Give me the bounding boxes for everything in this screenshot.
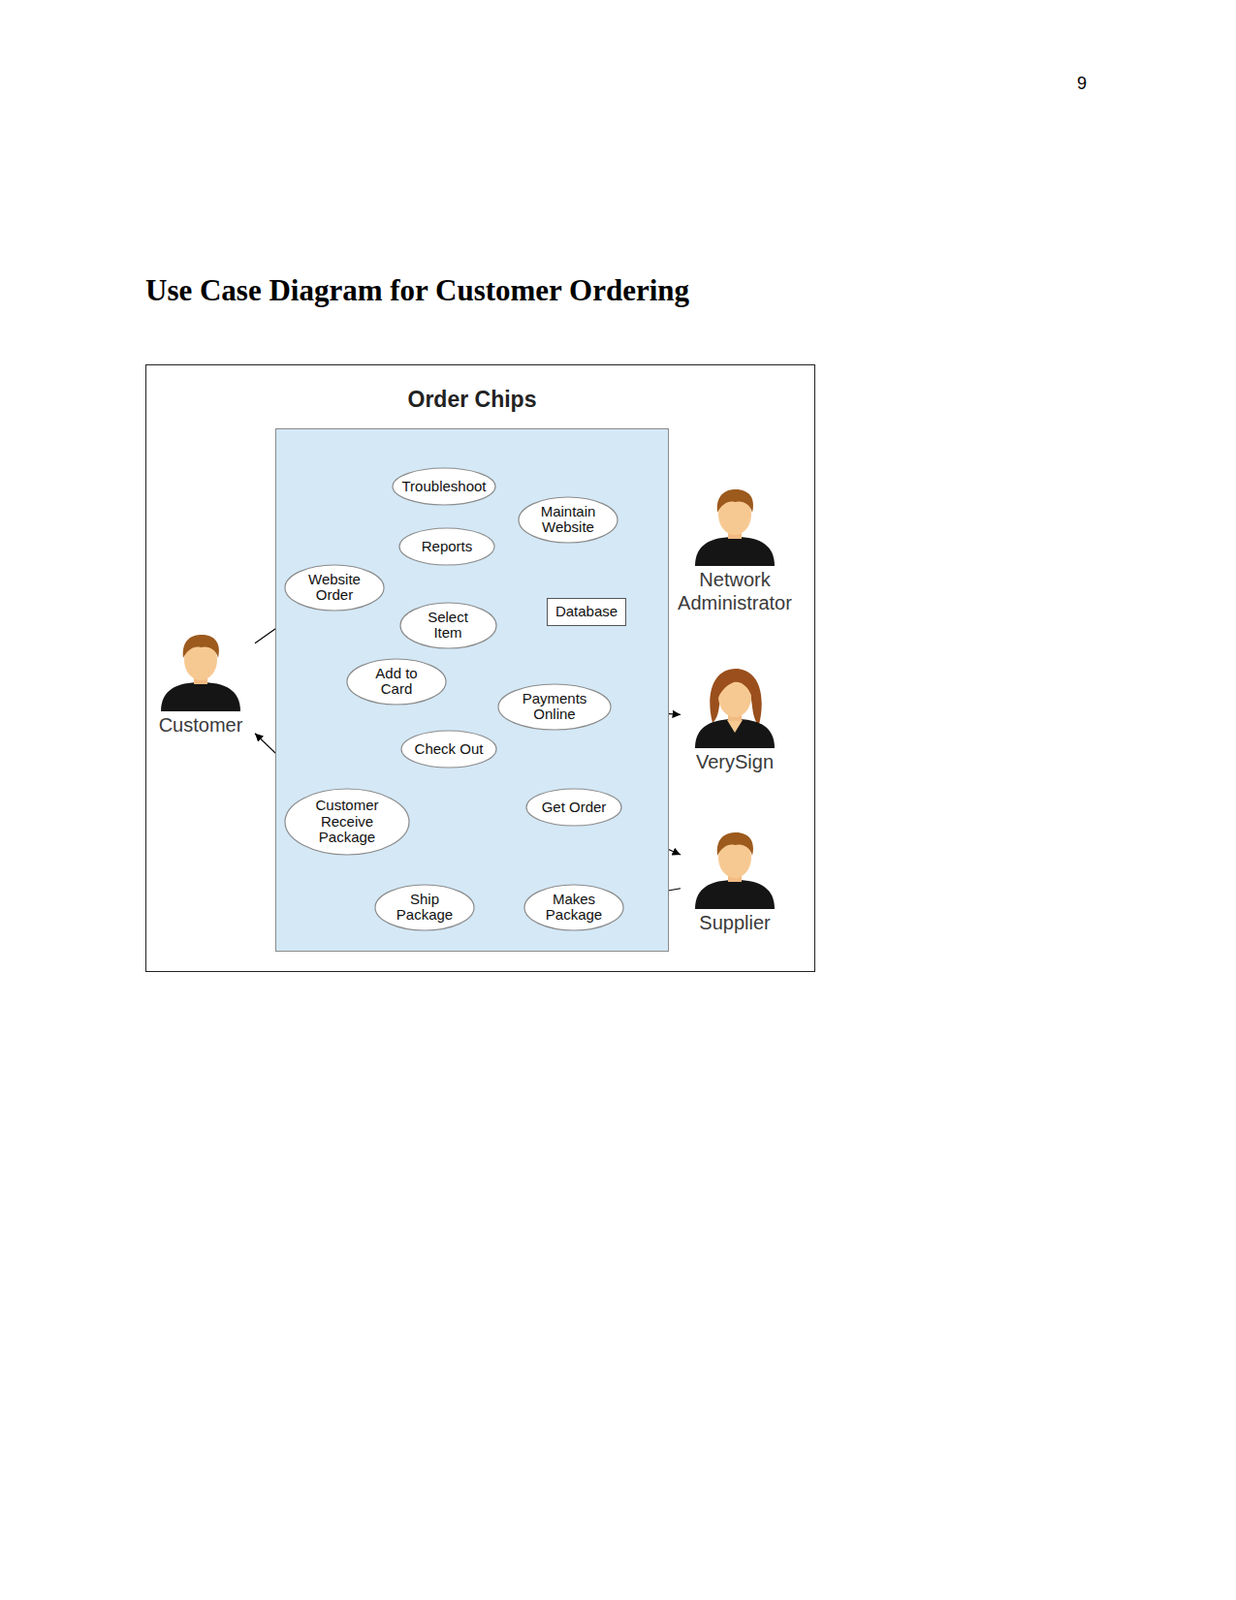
hair (717, 832, 754, 856)
actor-label: Network Administrator (662, 568, 808, 615)
actor-figure (157, 626, 245, 712)
use-case-label: Troubleshoot (402, 478, 487, 496)
ellipse-shape (399, 528, 495, 566)
actor-label: VerySign (696, 750, 774, 774)
use-case-label: Reports (421, 538, 474, 556)
use-case-ellipse: Makes Package (523, 884, 625, 932)
ellipse-shape (285, 565, 384, 611)
use-case-ellipse: Troubleshoot (391, 467, 497, 507)
ellipse-shape (285, 789, 410, 856)
ellipse-shape (347, 659, 446, 705)
hair (717, 489, 754, 513)
shoulders (695, 719, 775, 749)
ellipse-shape (524, 885, 624, 931)
use-case-label: Payments Online (516, 691, 593, 724)
use-case-label: Ship Package (391, 891, 458, 924)
use-case-ellipse: Customer Receive Package (284, 788, 411, 856)
shoulders (695, 537, 775, 567)
use-case-label: Select Item (415, 609, 480, 642)
shoulders (695, 880, 775, 910)
actor: Network Administrator (662, 480, 808, 615)
actor-figure (691, 824, 779, 910)
actor-figure (691, 663, 779, 749)
shoulders (160, 682, 241, 712)
ellipse-shape (401, 730, 497, 768)
ellipse-shape (526, 789, 622, 826)
use-case-label: Website Order (301, 571, 368, 604)
ellipse-shape (498, 684, 611, 730)
page-heading: Use Case Diagram for Customer Ordering (145, 273, 690, 309)
data-store-box: Database (546, 598, 627, 627)
use-case-ellipse: Ship Package (374, 884, 476, 932)
ellipse-shape (375, 885, 475, 931)
figure-border (146, 365, 816, 973)
hair (183, 634, 220, 659)
use-case-label: Add to Card (363, 665, 430, 698)
use-case-ellipse: Payments Online (497, 683, 612, 731)
system-title: Order Chips (276, 386, 668, 413)
actor-figure (691, 480, 779, 567)
use-case-ellipse: Add to Card (346, 658, 447, 706)
system-boundary: Order ChipsTroubleshootMaintain WebsiteR… (275, 428, 669, 952)
use-case-ellipse: Reports (398, 527, 496, 567)
actor-label: Supplier (698, 911, 770, 935)
use-case-label: Makes Package (540, 891, 607, 924)
use-case-label: Check Out (414, 741, 484, 759)
ellipse-shape (400, 602, 497, 649)
use-case-label: Database (555, 603, 618, 621)
use-case-label: Get Order (541, 799, 607, 817)
neckline (727, 720, 743, 733)
ellipse-shape (518, 497, 618, 543)
use-case-ellipse: Check Out (400, 729, 498, 769)
ellipse-shape (392, 468, 496, 506)
actor-label: Customer (158, 713, 244, 737)
actor: VerySign (680, 663, 790, 774)
use-case-label: Maintain Website (535, 504, 602, 537)
hair (718, 672, 754, 698)
actor: Customer (146, 626, 255, 737)
use-case-label: Customer Receive Package (306, 797, 388, 847)
actor: Supplier (680, 824, 790, 935)
use-case-ellipse: Maintain Website (517, 496, 619, 544)
use-case-ellipse: Website Order (284, 564, 385, 612)
use-case-ellipse: Select Item (399, 602, 498, 650)
hair-back (709, 668, 761, 726)
use-case-ellipse: Get Order (525, 788, 623, 827)
page-number: 9 (1077, 73, 1087, 95)
box-shape (547, 598, 627, 626)
